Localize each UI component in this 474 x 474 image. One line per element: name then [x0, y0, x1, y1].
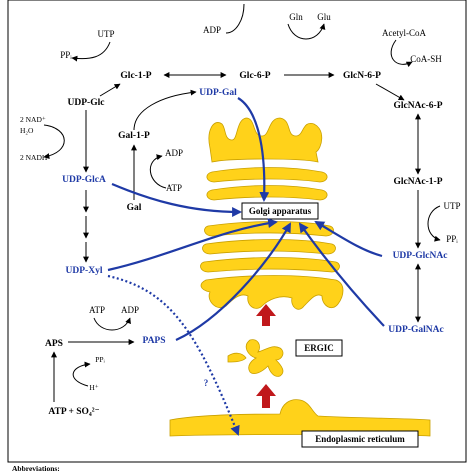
- ergic-to-golgi-arrow: [256, 304, 276, 326]
- h-plus-label: H⁺: [89, 383, 98, 392]
- udpglc-label: UDP-Glc: [68, 98, 105, 108]
- ergic-membranes: [227, 339, 284, 377]
- transport-arrows: [107, 97, 385, 436]
- udpgal-label: UDP-Gal: [199, 88, 237, 98]
- ergic-label: ERGIC: [304, 343, 334, 353]
- coa-sh-label: CoA-SH: [410, 54, 442, 64]
- nadh-label: 2 NADH: [20, 153, 48, 162]
- reaction-arrows: [43, 3, 441, 402]
- adp-gal-label: ADP: [165, 148, 183, 158]
- ergic-label-box: [295, 339, 343, 357]
- golgi-label: Golgi apparatus: [249, 206, 312, 216]
- atp-gal-label: ATP: [166, 183, 182, 193]
- glc1p-label: Glc-1-P: [120, 71, 151, 81]
- udpgalnac-label: UDP-GalNAc: [388, 325, 443, 335]
- glcn6p-label: GlcN-6-P: [343, 71, 381, 81]
- paps-label: PAPS: [142, 336, 165, 346]
- udpglca-label: UDP-GlcA: [62, 175, 106, 185]
- atp-so4-label: ATP + SO₄²⁻: [48, 407, 99, 417]
- utp-right-label: UTP: [443, 201, 460, 211]
- glcnac1p-label: GlcNAc-1-P: [393, 177, 442, 187]
- ppi-left-label: PPᵢ: [60, 50, 72, 60]
- ppi-aps-label: PPᵢ: [95, 355, 105, 364]
- abbreviations-label: Abbreviations:: [12, 464, 60, 473]
- gal-label: Gal: [127, 203, 142, 213]
- glc6p-label: Glc-6-P: [239, 71, 270, 81]
- udpglcnac-label: UDP-GlcNAc: [393, 251, 448, 261]
- aps-label: APS: [45, 339, 63, 349]
- gln-label: Gln: [289, 12, 303, 22]
- unknown-transport-mark: ?: [204, 378, 209, 388]
- glcnac6p-label: GlcNAc-6-P: [393, 101, 442, 111]
- adp-aps-label: ADP: [121, 305, 139, 315]
- er-label: Endoplasmic reticulum: [315, 434, 405, 444]
- er-to-ergic-arrow: [256, 384, 276, 408]
- h2o-label: H₂O: [20, 126, 34, 135]
- nad-label: 2 NAD⁺: [20, 115, 46, 124]
- gal1p-label: Gal-1-P: [118, 131, 150, 141]
- atp-aps-label: ATP: [89, 305, 105, 315]
- glu-label: Glu: [317, 12, 331, 22]
- ppi-right-label: PPᵢ: [446, 234, 458, 244]
- adp-top-label: ADP: [203, 25, 221, 35]
- acetyl-coa-label: Acetyl-CoA: [382, 28, 426, 38]
- golgi-label-box: [241, 202, 319, 220]
- er-label-box: [301, 430, 419, 448]
- udpxyl-label: UDP-Xyl: [66, 266, 103, 276]
- utp-left-label: UTP: [97, 29, 114, 39]
